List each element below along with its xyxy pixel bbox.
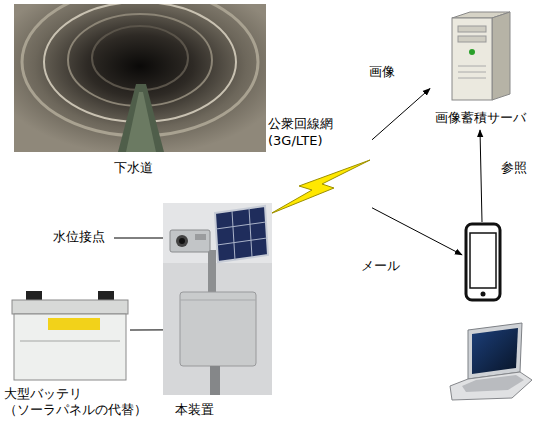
laptop-icon: [450, 323, 532, 400]
edge-label: メール: [360, 258, 401, 275]
part-label: 水位接点: [52, 229, 106, 246]
sewer-photo-box: 下水道: [14, 4, 266, 152]
edge-label: 画像: [368, 64, 396, 81]
server-box: 画像蓄積サーバ: [430, 8, 530, 130]
device-box: 本装置: [163, 203, 272, 395]
node-caption: 大型バッテリ （ソーラパネルの代替）: [4, 386, 154, 419]
lightning-bolt: [270, 160, 370, 214]
connector-arrow: [372, 208, 462, 255]
node-caption: 公衆回線網 (3G/LTE): [268, 116, 352, 150]
node-caption: 下水道: [114, 160, 153, 177]
device-photo: [163, 203, 272, 395]
leader-line: [114, 238, 163, 239]
edge-label: 参照: [500, 160, 528, 177]
phone-box: [462, 222, 502, 302]
battery-picture: [12, 291, 128, 380]
battery-box: 大型バッテリ （ソーラパネルの代替）: [8, 288, 130, 382]
server-icon: [452, 12, 510, 100]
node-caption: 本装置: [175, 402, 214, 419]
node-caption: 画像蓄積サーバ: [435, 110, 526, 127]
connector-arrow: [372, 89, 430, 140]
connector-arrow: [130, 329, 163, 330]
sewer-photo: [14, 4, 266, 152]
phone-icon: [466, 224, 500, 300]
network-box: 公衆回線網 (3G/LTE): [262, 112, 372, 215]
connector-arrow: [480, 130, 482, 222]
